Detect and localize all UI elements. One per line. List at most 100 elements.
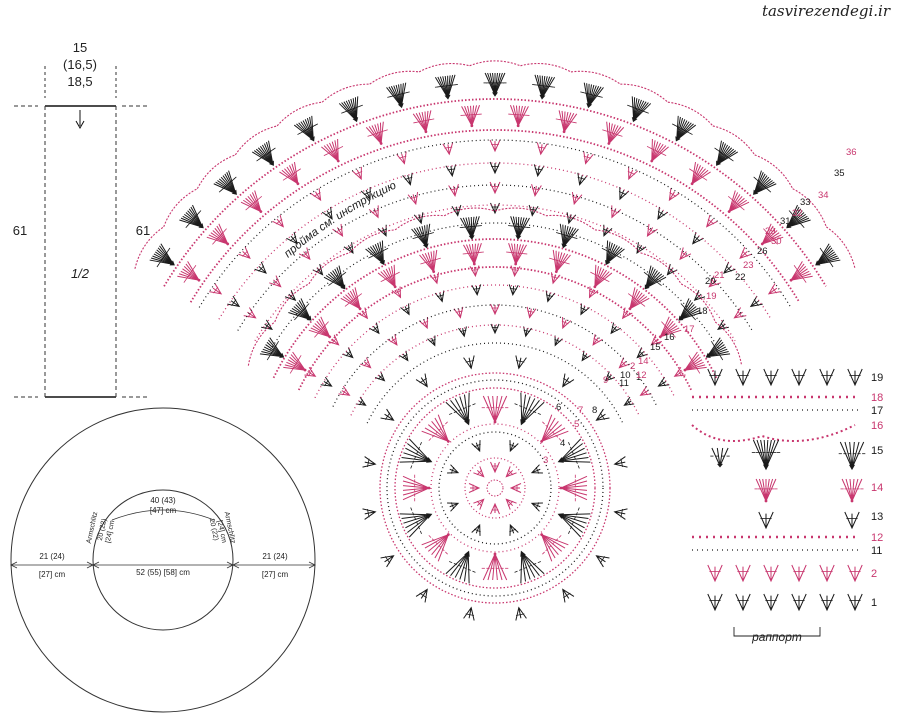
stitch-v [595, 408, 610, 421]
stitch-shell [508, 216, 531, 240]
stitch-v [445, 164, 457, 178]
stitch-shell [753, 170, 777, 195]
stitch-v [646, 223, 658, 238]
repeat-row-number: 17 [871, 405, 883, 417]
stitch-v [360, 187, 372, 201]
stitch-v [505, 466, 517, 478]
stitch-v [471, 440, 481, 453]
scallop-edge [247, 207, 743, 366]
stitch-v [320, 376, 333, 387]
stitch-v [707, 564, 723, 583]
stitch-shell [213, 170, 237, 195]
stitch-v [415, 373, 428, 388]
stitch-v [749, 295, 763, 308]
stitch-v [453, 306, 464, 319]
stitch-v [528, 204, 539, 217]
stitch-shell [206, 223, 230, 246]
stitch-shell [643, 265, 667, 290]
stitch-v [227, 295, 241, 308]
stitch-shell [754, 478, 778, 503]
round-number: 14 [638, 356, 649, 367]
stitch-v [342, 347, 354, 359]
round-number: 36 [846, 147, 857, 158]
stitch-v [310, 188, 322, 202]
stitch-v [391, 286, 402, 299]
repeat-row-number: 11 [871, 545, 882, 557]
stitch-shell [602, 121, 625, 145]
round-number: 22 [735, 272, 746, 283]
stitch-v [396, 151, 407, 165]
stitch-v [463, 355, 475, 370]
stitch-v [447, 502, 460, 512]
stitch-v [269, 275, 282, 288]
stitch-v [272, 214, 285, 228]
stitch-v [471, 284, 482, 297]
stitch-v [261, 319, 273, 330]
ring-top-arc-1: 40 (43) [150, 496, 176, 505]
stitch-shell [678, 298, 702, 321]
repeat-row-number: 19 [871, 372, 883, 384]
stitch-v [717, 319, 729, 330]
stitch-v [407, 191, 419, 206]
ring-right-width-1: 21 (24) [262, 552, 288, 561]
stitch-shell [421, 414, 450, 443]
stitch-shell [710, 447, 730, 468]
stitch-v [571, 191, 583, 206]
stitch-shell [540, 533, 569, 562]
repeat-label-group: раппорт [733, 627, 821, 644]
stitch-v [767, 283, 781, 295]
stitch-v [509, 483, 522, 493]
stitch-shell [760, 223, 784, 246]
repeat-row-number: 12 [871, 532, 883, 544]
round-number: 9 [603, 375, 608, 386]
lower-fan-section [247, 207, 743, 424]
stitch-shell [288, 298, 312, 321]
stitch-shell [386, 82, 410, 109]
stitch-shell [646, 138, 669, 163]
center-row [430, 423, 560, 553]
stitch-v [847, 368, 863, 387]
round-number: 2 [630, 361, 635, 372]
stitch-v [355, 396, 367, 406]
ring-left-width-1: 21 (24) [39, 552, 65, 561]
center-row [438, 431, 552, 545]
ring-right-width-2: [27] cm [262, 570, 289, 579]
stitch-v [530, 502, 543, 512]
stitch-v [490, 303, 500, 316]
stitch-v [526, 306, 537, 319]
stitch-shell [149, 243, 175, 268]
stitch-shell [658, 316, 682, 339]
stitch-v [351, 166, 363, 181]
stitch-v [473, 466, 485, 478]
ring-left-width-2: [27] cm [39, 570, 66, 579]
stitch-shell [590, 264, 613, 289]
repeat-scallop [691, 424, 856, 442]
stitch-v [562, 373, 575, 388]
repeat-row-number: 15 [871, 445, 883, 457]
round-number: 34 [818, 190, 829, 201]
stitch-shell [514, 392, 545, 426]
stitch-row [163, 98, 827, 287]
round-number: 29 [765, 226, 776, 237]
stitch-shell [483, 72, 507, 97]
repeat-row-number: 18 [871, 392, 883, 404]
stitch-v [581, 350, 591, 362]
repeat-row-number: 16 [871, 420, 883, 432]
stitch-v [536, 142, 548, 156]
panel-size-top-3: 18,5 [67, 74, 92, 89]
round-number: 32 [792, 208, 803, 219]
stitch-shell [555, 223, 579, 249]
stitch-shell [627, 96, 652, 123]
stitch-v [374, 371, 386, 382]
round-number: 1 [636, 372, 641, 383]
stitch-shell [557, 438, 591, 469]
stitch-shell [421, 533, 450, 562]
stitch-v [490, 502, 500, 515]
stitch-shell [308, 316, 332, 339]
center-row [379, 372, 611, 604]
stitch-shell [532, 74, 556, 100]
center-ring [486, 479, 504, 497]
stitch-v [819, 368, 835, 387]
stitch-v [400, 303, 410, 316]
stitch-v [490, 323, 500, 335]
